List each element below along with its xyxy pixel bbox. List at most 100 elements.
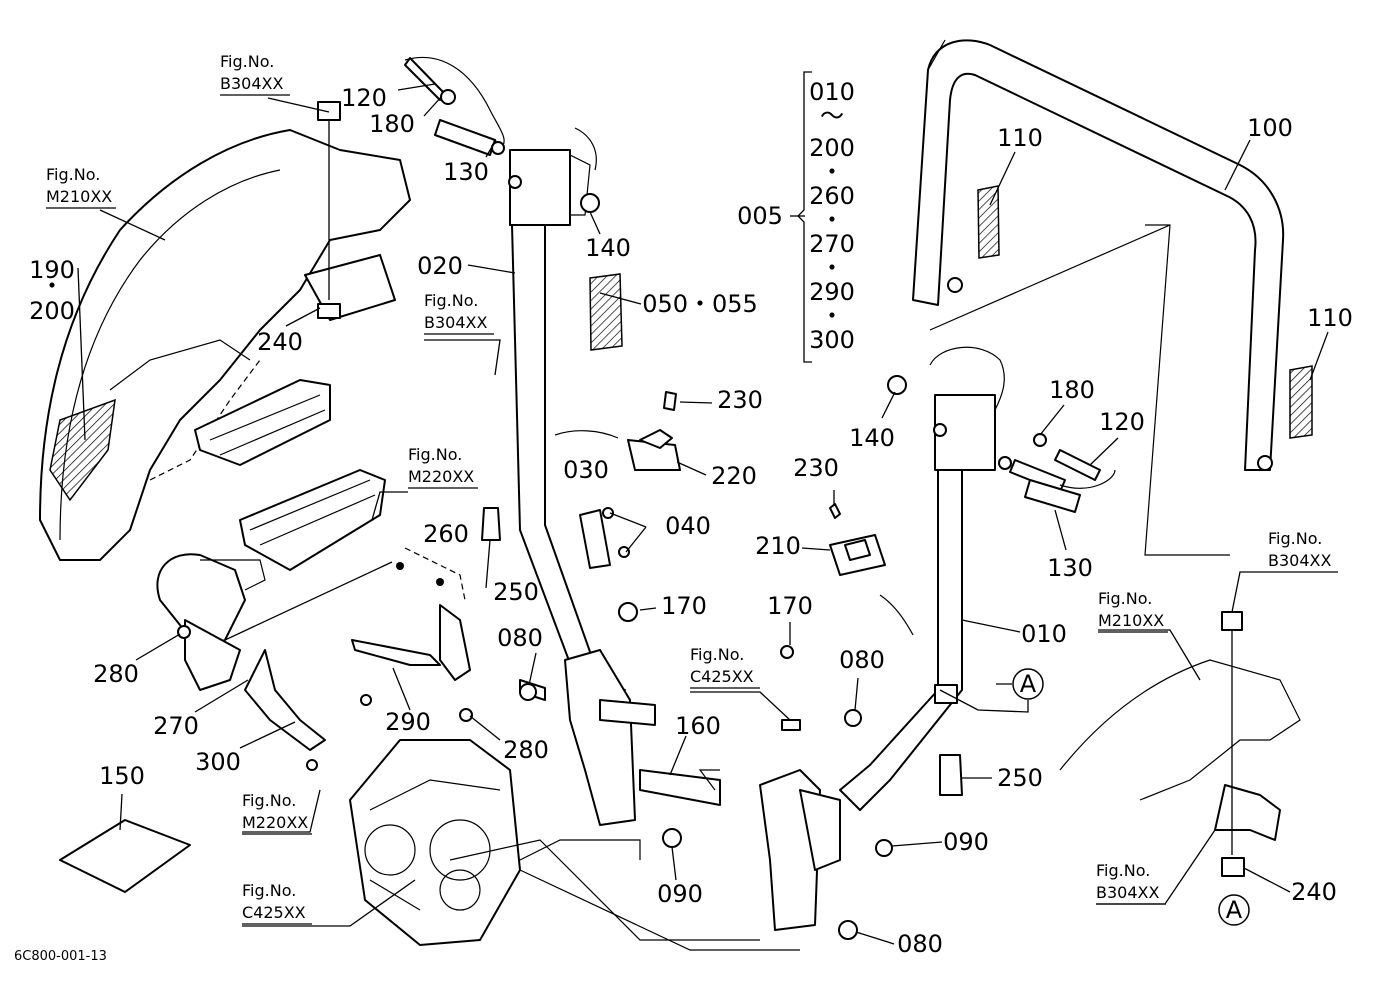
fig-reference-code: B304XX <box>1268 551 1331 570</box>
leader-lines <box>77 83 1329 951</box>
callout-c300a: 300 <box>195 748 241 776</box>
hoop-label-left <box>977 185 1000 259</box>
fig-reference-r8: Fig.No. B304XX <box>1268 529 1338 573</box>
marker-circle <box>1218 894 1250 926</box>
right-fender <box>1059 611 1301 877</box>
callout-c290b: 290 <box>809 278 855 306</box>
range-brace <box>797 71 812 363</box>
callout-c170a: 170 <box>661 592 707 620</box>
fig-reference-code: C425XX <box>690 667 754 686</box>
hoop-label-right <box>1289 365 1313 439</box>
callout-c080b: 080 <box>839 646 885 674</box>
left-fender <box>39 129 411 561</box>
callout-c280b: 280 <box>503 736 549 764</box>
fig-reference-r3: Fig.No. B304XX <box>424 291 494 335</box>
fig-reference-label: Fig.No. <box>46 165 100 184</box>
fig-reference-code: C425XX <box>242 903 306 922</box>
callout-c290dot: ・ <box>820 302 844 330</box>
callout-c180a: 180 <box>369 110 415 138</box>
section-markers: AA <box>1012 668 1250 926</box>
fig-reference-r2: Fig.No. M210XX <box>46 165 116 209</box>
callout-c250a: 250 <box>493 578 539 606</box>
callout-c140a: 140 <box>585 234 631 262</box>
callout-c005: 005 <box>737 202 783 230</box>
right-rops-pillar <box>519 346 1116 940</box>
callout-c190: 190 <box>29 256 75 284</box>
marker-letter: A <box>1226 896 1243 924</box>
callout-c200b: 200 <box>809 134 855 162</box>
callout-c270: 270 <box>153 712 199 740</box>
fig-reference-label: Fig.No. <box>1268 529 1322 548</box>
callout-c230a: 230 <box>717 386 763 414</box>
callout-c010b: 010 <box>1021 620 1067 648</box>
left-pads <box>554 391 681 569</box>
transmission-case <box>349 739 521 946</box>
left-pillar-label <box>589 273 623 351</box>
fig-reference-label: Fig.No. <box>1098 589 1152 608</box>
fig-reference-code: M210XX <box>46 187 112 206</box>
callout-c240a: 240 <box>257 328 303 356</box>
callout-c300b: 300 <box>809 326 855 354</box>
callout-c230b: 230 <box>793 454 839 482</box>
fig-reference-label: Fig.No. <box>690 645 744 664</box>
callout-c040: 040 <box>665 512 711 540</box>
callout-c290: 290 <box>385 708 431 736</box>
fig-reference-label: Fig.No. <box>242 791 296 810</box>
section-marker-mA1: A <box>1012 668 1044 700</box>
callout-c160: 160 <box>675 712 721 740</box>
callout-c050: 050・055 <box>642 290 758 318</box>
callout-c180b: 180 <box>1049 376 1095 404</box>
callout-c260: 260 <box>423 520 469 548</box>
fig-reference-r7: Fig.No. C425XX <box>242 881 312 925</box>
callout-c120b: 120 <box>1099 408 1145 436</box>
fig-reference-label: Fig.No. <box>242 881 296 900</box>
callout-c120a: 120 <box>341 84 387 112</box>
fig-reference-label: Fig.No. <box>220 52 274 71</box>
fig-reference-r6: Fig.No. M220XX <box>242 791 312 835</box>
fig-reference-label: Fig.No. <box>408 445 462 464</box>
callout-c170b: 170 <box>767 592 813 620</box>
seat-belt <box>156 553 266 691</box>
fig-reference-r9: Fig.No. M210XX <box>1098 589 1168 633</box>
callout-c270dot: ・ <box>820 254 844 282</box>
fig-reference-code: M210XX <box>1098 611 1164 630</box>
fig-reference-label: Fig.No. <box>1096 861 1150 880</box>
callout-c090a: 090 <box>657 880 703 908</box>
callout-c280a: 280 <box>93 660 139 688</box>
callout-c080c: 080 <box>897 930 943 958</box>
fig-reference-code: M220XX <box>242 813 308 832</box>
section-marker-mA2: A <box>1218 894 1250 926</box>
fig-reference-label: Fig.No. <box>424 291 478 310</box>
callout-c270b: 270 <box>809 230 855 258</box>
callout-c010tilde: 〜 <box>820 102 844 130</box>
marker-circle <box>1012 668 1044 700</box>
drawing-code: 6C800-001-13 <box>14 949 107 964</box>
callout-c250b: 250 <box>997 764 1043 792</box>
callout-c140b: 140 <box>849 424 895 452</box>
left-fender-reflector <box>49 398 116 502</box>
belt-brackets <box>177 547 473 771</box>
callout-c010a: 010 <box>809 78 855 106</box>
left-rops-pillar <box>404 56 721 848</box>
callout-c200dot: ・ <box>820 158 844 186</box>
marker-letter: A <box>1020 670 1037 698</box>
callout-numbers: 120180130140020050・055240190・20023022003… <box>29 78 1353 958</box>
fig-reference-r4: Fig.No.M220XX <box>408 445 478 489</box>
callout-c260b: 260 <box>809 182 855 210</box>
rops-hoop <box>912 39 1313 556</box>
callout-c240b: 240 <box>1291 878 1337 906</box>
callout-c210: 210 <box>755 532 801 560</box>
callout-c130b: 130 <box>1047 554 1093 582</box>
fig-reference-code: B304XX <box>1096 883 1159 902</box>
left-bracket-assembly <box>194 101 396 571</box>
fig-reference-code: B304XX <box>424 313 487 332</box>
callout-c220: 220 <box>711 462 757 490</box>
callout-c260dot: ・ <box>820 206 844 234</box>
floor-mat <box>59 819 191 893</box>
fig-reference-r5: Fig.No. C425XX <box>690 645 760 689</box>
callout-c100: 100 <box>1247 114 1293 142</box>
callout-c030: 030 <box>563 456 609 484</box>
callout-c190dot: ・ <box>40 272 64 300</box>
callout-c020: 020 <box>417 252 463 280</box>
